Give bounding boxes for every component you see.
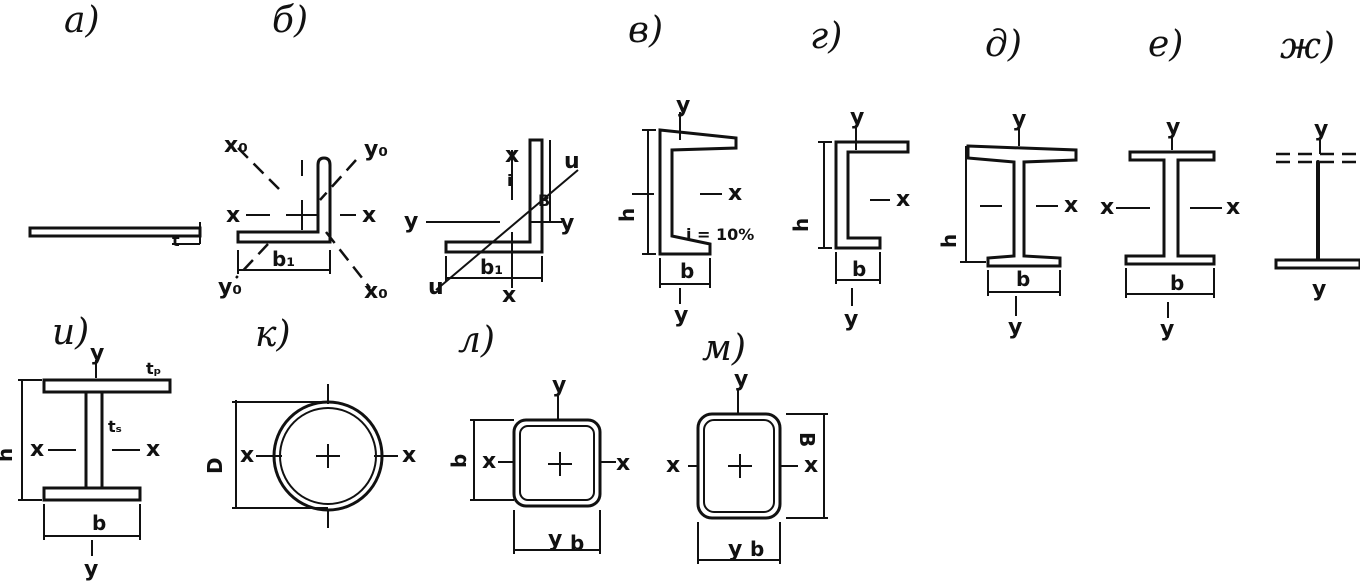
- label-a: а): [64, 0, 100, 41]
- section-b-equal-angle: b₁ x x x₀ y₀ y₀ x₀: [218, 133, 388, 304]
- axis-x-left-b: x: [226, 203, 240, 228]
- label-g: г): [810, 16, 842, 57]
- axis-y-bottom-l: y: [548, 527, 562, 552]
- axis-i-label: i: [507, 171, 512, 190]
- section-zh-welded-ibeam: y y: [1274, 117, 1360, 302]
- axis-y-top-m: y: [734, 367, 748, 392]
- axis-y-top-d: y: [1012, 107, 1026, 132]
- axis-y-top-e: y: [1166, 115, 1180, 140]
- label-l: л): [458, 320, 495, 361]
- section-l-square-tube: b x x y y b: [447, 373, 630, 555]
- axis-x-left-e: x: [1100, 195, 1114, 220]
- label-k: к): [255, 314, 291, 355]
- axis-x-right-b: x: [362, 203, 376, 228]
- axis-y-right-u: y: [560, 211, 574, 236]
- axis-y0-bottom-b: y₀: [218, 275, 242, 300]
- slope-note: i = 10%: [686, 225, 754, 244]
- axis-y-bottom-v: y: [674, 303, 688, 328]
- label-v: в): [628, 10, 663, 51]
- plate-thickness-label: t: [172, 231, 180, 250]
- axis-y-bottom-m: y: [728, 537, 742, 562]
- section-d-ibeam-sloped: h b y y x: [937, 107, 1078, 340]
- axis-u-top: u: [564, 149, 580, 174]
- section-b-unequal-angle: b₁ x x y y u u B i: [404, 138, 580, 308]
- axis-x-right-l: x: [616, 451, 630, 476]
- label-zh: ж): [1280, 26, 1335, 67]
- section-m-rect-tube: x x y B y b: [666, 367, 828, 564]
- axis-y-top-zh: y: [1314, 117, 1328, 142]
- dim-tw-i: tₛ: [108, 417, 122, 436]
- axis-y-top-i: y: [90, 341, 104, 366]
- axis-x-left-k: x: [240, 443, 254, 468]
- label-b: б): [272, 0, 308, 41]
- dim-tf-i: tₚ: [146, 359, 161, 378]
- section-a-plate: t: [28, 222, 202, 250]
- axis-x-right-i: x: [146, 437, 160, 462]
- axis-y-bottom-zh: y: [1312, 277, 1326, 302]
- axis-x-left-l: x: [482, 449, 496, 474]
- dim-b1-unequal: b₁: [480, 255, 503, 279]
- axis-y-bottom-i: y: [84, 557, 98, 582]
- axis-x0-top-b: x₀: [224, 133, 248, 158]
- axis-x-right-d: x: [1064, 193, 1078, 218]
- axis-y-top-g: y: [850, 105, 864, 130]
- dim-b-e: b: [1170, 271, 1184, 295]
- dim-b-l-side: b: [447, 454, 471, 468]
- dim-b-i: b: [92, 511, 106, 535]
- axis-x-bottom-u: x: [502, 283, 516, 308]
- label-m: м): [702, 328, 746, 369]
- axis-x-right-m: x: [804, 453, 818, 478]
- axis-y-bottom-d: y: [1008, 315, 1022, 340]
- section-i-welded-ibeam: h b y y x x tₛ tₚ: [0, 341, 172, 582]
- dim-h-v: h: [615, 208, 639, 222]
- axis-y-top-l: y: [552, 373, 566, 398]
- dim-b1-angle: b₁: [272, 247, 295, 271]
- dim-D-k: D: [203, 457, 227, 474]
- axis-x-right-e: x: [1226, 195, 1240, 220]
- section-k-pipe: D x x: [203, 384, 416, 528]
- axis-x-left-m: x: [666, 453, 680, 478]
- axis-x-right-v: x: [728, 181, 742, 206]
- axis-x0-bottom-b: x₀: [364, 279, 388, 304]
- dim-b-l-bottom: b: [570, 531, 584, 555]
- label-i: и): [52, 312, 89, 353]
- dim-h-i: h: [0, 448, 17, 462]
- axis-x-right-g: x: [896, 187, 910, 212]
- dim-h-g: h: [789, 218, 813, 232]
- label-e: е): [1148, 24, 1183, 65]
- axis-x-left-i: x: [30, 437, 44, 462]
- dim-B-m: B: [795, 432, 819, 447]
- dim-b-m: b: [750, 537, 764, 561]
- axis-x-top-u: x: [505, 143, 519, 168]
- section-g-channel: h b y y x: [789, 105, 910, 332]
- axis-y-bottom-e: y: [1160, 317, 1174, 342]
- section-v-channel-sloped: h b y y x i = 10%: [615, 93, 754, 328]
- dim-b-d: b: [1016, 267, 1030, 291]
- dim-B-angle: B: [538, 191, 550, 210]
- label-d: д): [985, 24, 1022, 65]
- axis-y0-top-b: y₀: [364, 137, 388, 162]
- axis-u-bottom: u: [428, 275, 444, 300]
- axis-y-left-u: y: [404, 209, 418, 234]
- section-e-wide-ibeam: b y y x x: [1100, 115, 1240, 342]
- axis-x-right-k: x: [402, 443, 416, 468]
- dim-b-v: b: [680, 259, 694, 283]
- axis-y-top-v: y: [676, 93, 690, 118]
- dim-h-d: h: [937, 234, 961, 248]
- axis-y-bottom-g: y: [844, 307, 858, 332]
- dim-b-g: b: [852, 257, 866, 281]
